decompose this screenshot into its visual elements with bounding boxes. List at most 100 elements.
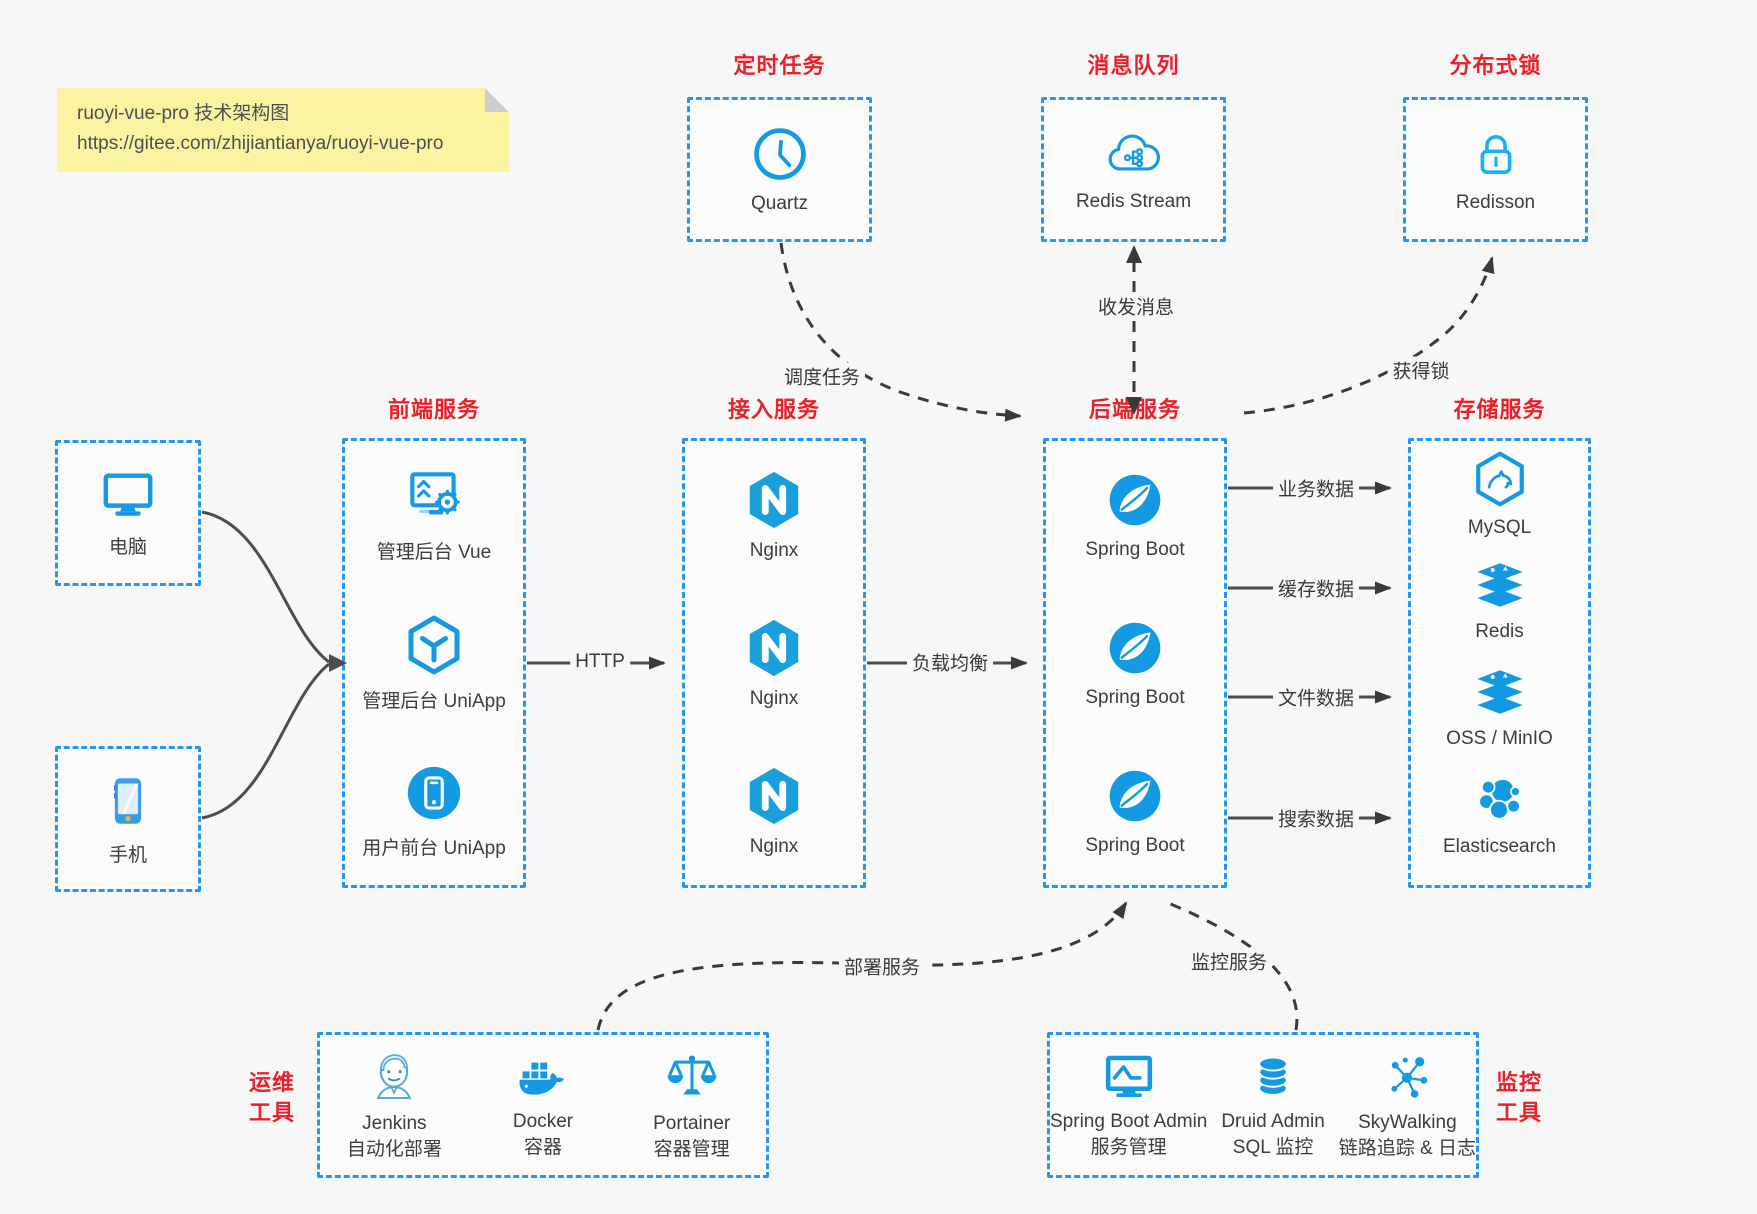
monitor-title-line2: 工具: [1495, 1099, 1542, 1125]
edge-label-load-balance: 负载均衡: [906, 648, 994, 676]
portainer-icon: [667, 1055, 717, 1095]
user-app-icon: [407, 766, 461, 820]
title-scheduled-tasks: 定时任务: [733, 53, 826, 78]
edge-label-monitor: 监控服务: [1185, 947, 1273, 975]
nginx-icon: [749, 767, 799, 824]
spring-boot-icon: [1109, 622, 1161, 673]
edge-label-search-data: 搜索数据: [1272, 804, 1360, 832]
druid-database-icon: [1258, 1056, 1288, 1096]
quartz-item: Quartz: [690, 100, 869, 239]
ops-title-line2: 工具: [248, 1099, 295, 1125]
monitor-item-druid-admin: Druid Admin SQL 监控: [1207, 1035, 1338, 1175]
mobile-item: 手机: [58, 749, 198, 889]
docker-desc: 容器: [524, 1136, 563, 1158]
spring-boot-admin-name: Spring Boot Admin: [1050, 1110, 1208, 1132]
nginx-icon: [749, 619, 799, 676]
redis-label: Redis: [1475, 621, 1524, 643]
sticky-note: ruoyi-vue-pro 技术架构图 https://gitee.com/zh…: [57, 88, 509, 172]
jenkins-name: Jenkins: [362, 1112, 427, 1134]
edge-desktop-to-frontend: [201, 510, 330, 664]
nginx-label: Nginx: [749, 539, 799, 561]
ops-item-docker: Docker 容器: [469, 1035, 618, 1175]
frontend-item-user-uniapp: 用户前台 UniApp: [345, 737, 523, 885]
frontend-item-admin-vue: 管理后台 Vue: [345, 441, 523, 589]
cloud-stream-icon: [1108, 134, 1160, 171]
box-redisson: Redisson: [1403, 97, 1588, 242]
skywalking-desc: 链路追踪 & 日志: [1338, 1137, 1476, 1159]
admin-vue-label: 管理后台 Vue: [376, 542, 492, 563]
mysql-label: MySQL: [1467, 516, 1532, 538]
spring-boot-admin-desc: 服务管理: [1090, 1136, 1167, 1158]
springboot-label: Spring Boot: [1085, 686, 1185, 708]
title-storage: 存储服务: [1453, 397, 1546, 422]
box-ops-tools: Jenkins 自动化部署 Docker 容器: [317, 1032, 769, 1178]
title-ops-tools: 运维 工具: [235, 1068, 309, 1127]
redisson-item: Redisson: [1406, 100, 1585, 239]
desktop-item: 电脑: [58, 443, 198, 583]
elasticsearch-label: Elasticsearch: [1443, 836, 1556, 858]
redis-stack-icon: [1476, 563, 1523, 607]
title-message-queue: 消息队列: [1087, 53, 1180, 78]
druid-admin-name: Druid Admin: [1221, 1110, 1325, 1132]
box-access: Nginx Nginx Nginx: [682, 438, 866, 888]
access-item-nginx-1: Nginx: [685, 441, 863, 589]
spring-boot-icon: [1109, 474, 1161, 525]
edge-label-deploy: 部署服务: [838, 952, 926, 980]
edge-label-cache-data: 缓存数据: [1272, 574, 1360, 602]
backend-item-springboot-3: Spring Boot: [1046, 737, 1224, 885]
portainer-desc: 容器管理: [653, 1138, 730, 1160]
uniapp-hexagon-icon: [408, 615, 460, 675]
storage-item-elasticsearch: Elasticsearch: [1411, 761, 1588, 868]
note-title: ruoyi-vue-pro 技术架构图: [77, 103, 290, 124]
edge-label-business-data: 业务数据: [1272, 474, 1360, 502]
edge-acquire-lock: [1243, 256, 1495, 415]
docker-name: Docker: [512, 1110, 574, 1132]
edge-label-http: HTTP: [570, 651, 630, 673]
storage-item-mysql: MySQL: [1411, 441, 1588, 548]
skywalking-name: SkyWalking: [1358, 1111, 1457, 1133]
message-up-arrowhead-icon: [1126, 245, 1142, 263]
backend-item-springboot-2: Spring Boot: [1046, 589, 1224, 737]
elasticsearch-icon: [1477, 778, 1521, 820]
edge-label-message: 收发消息: [1092, 292, 1180, 320]
storage-item-redis: Redis: [1411, 548, 1588, 655]
title-monitor-tools: 监控 工具: [1482, 1068, 1556, 1127]
title-backend: 后端服务: [1088, 397, 1181, 422]
edge-mobile-to-frontend: [201, 662, 330, 820]
user-uniapp-label: 用户前台 UniApp: [362, 838, 506, 859]
ops-title-line1: 运维: [248, 1070, 295, 1095]
edge-label-lock: 获得锁: [1387, 356, 1455, 384]
spring-boot-icon: [1109, 770, 1161, 821]
desktop-icon: [103, 473, 153, 516]
box-desktop-client: 电脑: [55, 440, 201, 586]
access-item-nginx-2: Nginx: [685, 589, 863, 737]
title-access: 接入服务: [727, 397, 820, 422]
mobile-label: 手机: [108, 845, 147, 866]
note-fold-cover: [485, 88, 509, 112]
edge-label-schedule: 调度任务: [778, 362, 866, 390]
quartz-label: Quartz: [750, 193, 809, 214]
docker-icon: [519, 1062, 564, 1095]
storage-item-oss-minio: OSS / MinIO: [1411, 654, 1588, 761]
druid-admin-desc: SQL 监控: [1232, 1136, 1314, 1158]
note-url: https://gitee.com/zhijiantianya/ruoyi-vu…: [77, 133, 444, 155]
ops-item-jenkins: Jenkins 自动化部署: [320, 1035, 469, 1175]
box-storage: MySQL Redis: [1408, 438, 1591, 888]
edge-label-file-data: 文件数据: [1272, 683, 1360, 711]
box-mobile-client: 手机: [55, 746, 201, 892]
clock-icon: [753, 128, 806, 180]
nginx-label: Nginx: [749, 687, 799, 709]
monitor-item-skywalking: SkyWalking 链路追踪 & 日志: [1339, 1035, 1476, 1175]
skywalking-icon: [1391, 1056, 1428, 1098]
admin-vue-icon: [410, 472, 460, 515]
frontend-item-admin-uniapp: 管理后台 UniApp: [345, 589, 523, 737]
edge-schedule-task: [779, 242, 1022, 422]
desktop-label: 电脑: [108, 537, 147, 558]
monitor-item-spring-boot-admin: Spring Boot Admin 服务管理: [1050, 1035, 1207, 1175]
box-redis-stream: Redis Stream: [1041, 97, 1226, 242]
oss-minio-label: OSS / MinIO: [1446, 727, 1553, 749]
phone-icon: [114, 778, 142, 824]
portainer-name: Portainer: [653, 1112, 731, 1134]
redisson-label: Redisson: [1455, 192, 1536, 213]
